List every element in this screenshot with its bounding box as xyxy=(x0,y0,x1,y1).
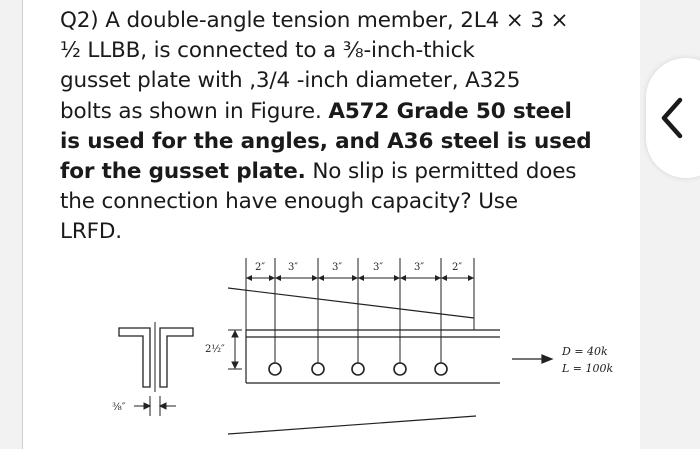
question-line: gusset plate with ,3/4 -inch diameter, A… xyxy=(60,66,630,96)
dimension-arrows xyxy=(246,275,474,281)
question-segment: for the gusset plate. xyxy=(60,159,306,185)
question-segment: the connection have enough capacity? Use xyxy=(60,189,518,215)
dead-load-label: D = 40k xyxy=(561,345,608,358)
question-segment: bolts as shown in Figure. xyxy=(60,98,329,124)
question-segment: ½ LLBB, is connected to a ⅜-inch-thick xyxy=(60,38,475,64)
dim-label: 3″ xyxy=(288,262,298,273)
dimension-labels: 2″ 3″ 3″ 3″ 3″ 2″ xyxy=(255,262,462,273)
question-line: for the gusset plate. No slip is permitt… xyxy=(60,157,630,187)
question-line: the connection have enough capacity? Use xyxy=(60,187,630,217)
content-card xyxy=(22,0,640,449)
question-segment: A572 Grade 50 steel xyxy=(328,98,572,124)
question-line: is used for the angles, and A36 steel is… xyxy=(60,127,630,157)
question-line: bolts as shown in Figure. A572 Grade 50 … xyxy=(60,97,630,127)
divider xyxy=(22,0,23,449)
question-line: ½ LLBB, is connected to a ⅜-inch-thick xyxy=(60,36,630,66)
dim-label: 2″ xyxy=(452,262,462,273)
gusset-plate xyxy=(227,287,477,435)
back-button[interactable] xyxy=(646,58,700,178)
dim-label: 3″ xyxy=(332,262,342,273)
angle-cross-section xyxy=(118,327,194,388)
question-segment: Q2) A double-angle tension member, 2L4 ×… xyxy=(60,8,569,33)
thickness-label: ⅜″ xyxy=(112,402,126,413)
dim-label: 3″ xyxy=(414,262,424,273)
load-arrow xyxy=(512,354,554,364)
question-text: Q2) A double-angle tension member, 2L4 ×… xyxy=(60,6,630,248)
angle-member xyxy=(245,329,500,384)
question-segment: LRFD. xyxy=(60,219,122,245)
dim-label: 3″ xyxy=(373,262,383,273)
dim-label: 2″ xyxy=(255,262,265,273)
question-line: Q2) A double-angle tension member, 2L4 ×… xyxy=(60,6,630,36)
gage-label: 2½″ xyxy=(205,344,225,355)
chevron-left-icon xyxy=(661,97,683,139)
bolt-holes xyxy=(268,362,448,376)
question-segment: No slip is permitted does xyxy=(305,159,577,185)
question-segment: is used for the angles, and A36 steel is… xyxy=(60,128,592,154)
live-load-label: L = 100k xyxy=(561,362,614,375)
question-line: LRFD. xyxy=(60,217,630,247)
gage-dimension xyxy=(228,329,242,370)
question-segment: gusset plate with ,3/4 -inch diameter, A… xyxy=(60,68,521,94)
thickness-dimension xyxy=(134,396,176,416)
